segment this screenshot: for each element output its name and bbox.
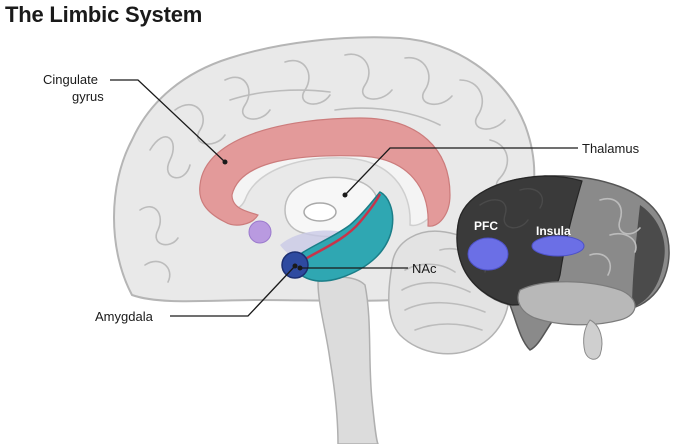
leader-dot-thalamus xyxy=(342,192,348,198)
thalamus-nucleus xyxy=(303,202,337,222)
pfc-region xyxy=(467,237,509,271)
diagram-title: The Limbic System xyxy=(5,2,203,27)
leader-dot-cingulate xyxy=(222,159,228,165)
occipital-lobe-dark xyxy=(632,205,665,308)
brainstem xyxy=(317,276,379,444)
leader-lines xyxy=(110,79,578,317)
leader-dot-nac xyxy=(297,265,303,271)
temporal-lobe xyxy=(517,281,636,326)
lateral-brainstem xyxy=(583,319,603,360)
label-insula: Insula xyxy=(536,224,571,238)
insula-region xyxy=(531,235,585,257)
label-pfc: PFC xyxy=(474,219,498,233)
leader-dot-amygdala xyxy=(292,263,298,269)
label-thalamus: Thalamus xyxy=(582,141,640,156)
label-cingulate-line1: Cingulate xyxy=(43,72,98,87)
cingulate-gyrus xyxy=(199,117,451,227)
frontal-lobe-dark xyxy=(456,175,583,306)
nac-region xyxy=(248,220,272,244)
label-amygdala: Amygdala xyxy=(95,309,154,324)
label-nac: NAc xyxy=(412,261,437,276)
label-cingulate-line2: gyrus xyxy=(72,89,104,104)
fornix xyxy=(299,193,382,264)
